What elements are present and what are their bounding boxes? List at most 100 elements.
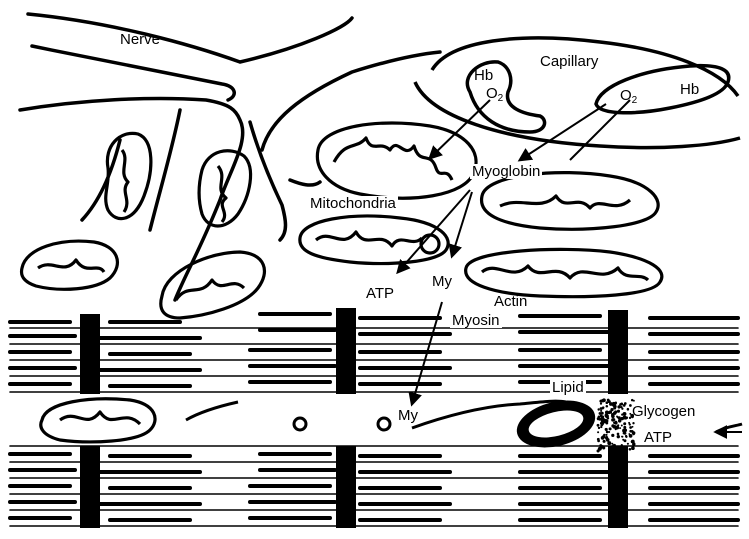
glycogen-granule — [613, 448, 617, 452]
glycogen-granule — [605, 419, 607, 421]
glycogen-granule — [631, 440, 635, 444]
glycogen-granule — [611, 443, 613, 445]
glycogen-granule — [619, 427, 621, 429]
glycogen-granule — [631, 430, 633, 432]
glycogen-granule — [606, 401, 609, 404]
glycogen-granule — [605, 428, 608, 431]
glycogen-granule — [609, 449, 613, 453]
label-mitochondria: Mitochondria — [308, 196, 398, 211]
glycogen-granule — [624, 447, 627, 450]
glycogen-granule — [617, 405, 620, 408]
label-hb-right: Hb — [680, 82, 699, 97]
label-glycogen: Glycogen — [632, 404, 695, 419]
glycogen-granule — [620, 448, 624, 452]
glycogen-granule — [621, 425, 623, 427]
glycogen-granule — [600, 425, 602, 427]
glycogen-granule — [602, 446, 605, 449]
glycogen-granule — [601, 399, 604, 402]
label-myoglobin: Myoglobin — [470, 164, 542, 179]
glycogen-granule — [613, 407, 616, 410]
label-atp-right: ATP — [644, 430, 672, 445]
label-my-bottom: My — [398, 408, 418, 423]
glycogen-granule — [629, 417, 631, 419]
glycogen-granule — [632, 426, 634, 428]
glycogen-granule — [621, 444, 623, 446]
glycogen-granule — [597, 449, 600, 452]
glycogen-granule — [623, 422, 626, 425]
glycogen-granule — [603, 434, 605, 436]
glycogen-granule — [611, 418, 615, 422]
glycogen-granule — [600, 410, 602, 412]
glycogen-granule — [607, 441, 611, 445]
glycogen-granule — [601, 415, 604, 418]
glycogen-granule — [613, 411, 617, 415]
myofibril-upper — [10, 308, 738, 394]
glycogen-granule — [598, 427, 600, 429]
label-atp-top: ATP — [366, 286, 394, 301]
glycogen-granule — [631, 399, 634, 402]
glycogen-granule — [620, 417, 623, 420]
glycogen-granule — [617, 410, 620, 413]
label-o2-left-text: O — [486, 85, 498, 102]
glycogen-granule — [625, 416, 628, 419]
glycogen-granule — [612, 402, 616, 406]
glycogen-granule — [628, 433, 630, 435]
glycogen-granule — [602, 406, 605, 409]
glycogen-granule — [627, 443, 629, 445]
glycogen-granule — [625, 435, 627, 437]
glycogen-granule — [632, 445, 634, 447]
label-lipid: Lipid — [550, 380, 586, 395]
glycogen-granule — [623, 426, 626, 429]
glycogen-granule — [606, 431, 609, 434]
glycogen-granule — [600, 403, 602, 405]
glycogen-granule — [618, 416, 621, 419]
glycogen-granule — [597, 408, 599, 410]
glycogen-granule — [623, 412, 627, 416]
glycogen-granule — [603, 440, 606, 443]
glycogen-granule — [606, 405, 609, 408]
label-actin: Actin — [494, 294, 527, 309]
glycogen-granule — [629, 448, 632, 451]
glycogen-granule — [605, 414, 609, 418]
glycogen-granule — [605, 411, 609, 415]
glycogen-granule — [622, 439, 624, 441]
label-o2-left-sub: 2 — [498, 93, 504, 104]
glycogen-granule — [607, 399, 610, 402]
label-o2-left: O2 — [486, 86, 503, 101]
glycogen-granule — [614, 444, 616, 446]
glycogen-granule — [627, 408, 630, 411]
label-o2-right-text: O — [620, 87, 632, 104]
label-capillary: Capillary — [540, 54, 598, 69]
glycogen-granule — [600, 422, 603, 425]
glycogen-granule — [614, 422, 617, 425]
glycogen-granule — [628, 422, 630, 424]
glycogen-granule — [617, 435, 620, 438]
glycogen-granule — [597, 424, 600, 427]
label-hb-left: Hb — [474, 68, 493, 83]
glycogen-granule — [613, 425, 617, 429]
glycogen-granule — [633, 433, 635, 435]
glycogen-granule — [605, 434, 607, 436]
glycogen-granule — [621, 436, 623, 438]
label-nerve: Nerve — [120, 32, 160, 47]
glycogen-granule — [623, 416, 625, 418]
glycogen-granule — [597, 440, 600, 443]
glycogen-granules — [597, 398, 636, 452]
myofibril-lower — [10, 446, 738, 528]
glycogen-granule — [624, 402, 627, 405]
glycogen-granule — [632, 422, 634, 424]
label-o2-right-sub: 2 — [632, 95, 638, 106]
glycogen-granule — [611, 434, 614, 437]
glycogen-granule — [617, 433, 620, 436]
glycogen-granule — [609, 427, 612, 430]
nerve — [20, 14, 440, 300]
glycogen-granule — [616, 415, 618, 417]
glycogen-granule — [629, 426, 632, 429]
label-o2-right: O2 — [620, 88, 637, 103]
glycogen-granule — [601, 412, 604, 415]
glycogen-granule — [624, 429, 628, 433]
glycogen-granule — [597, 431, 599, 433]
glycogen-granule — [621, 408, 623, 410]
glycogen-granule — [618, 447, 620, 449]
